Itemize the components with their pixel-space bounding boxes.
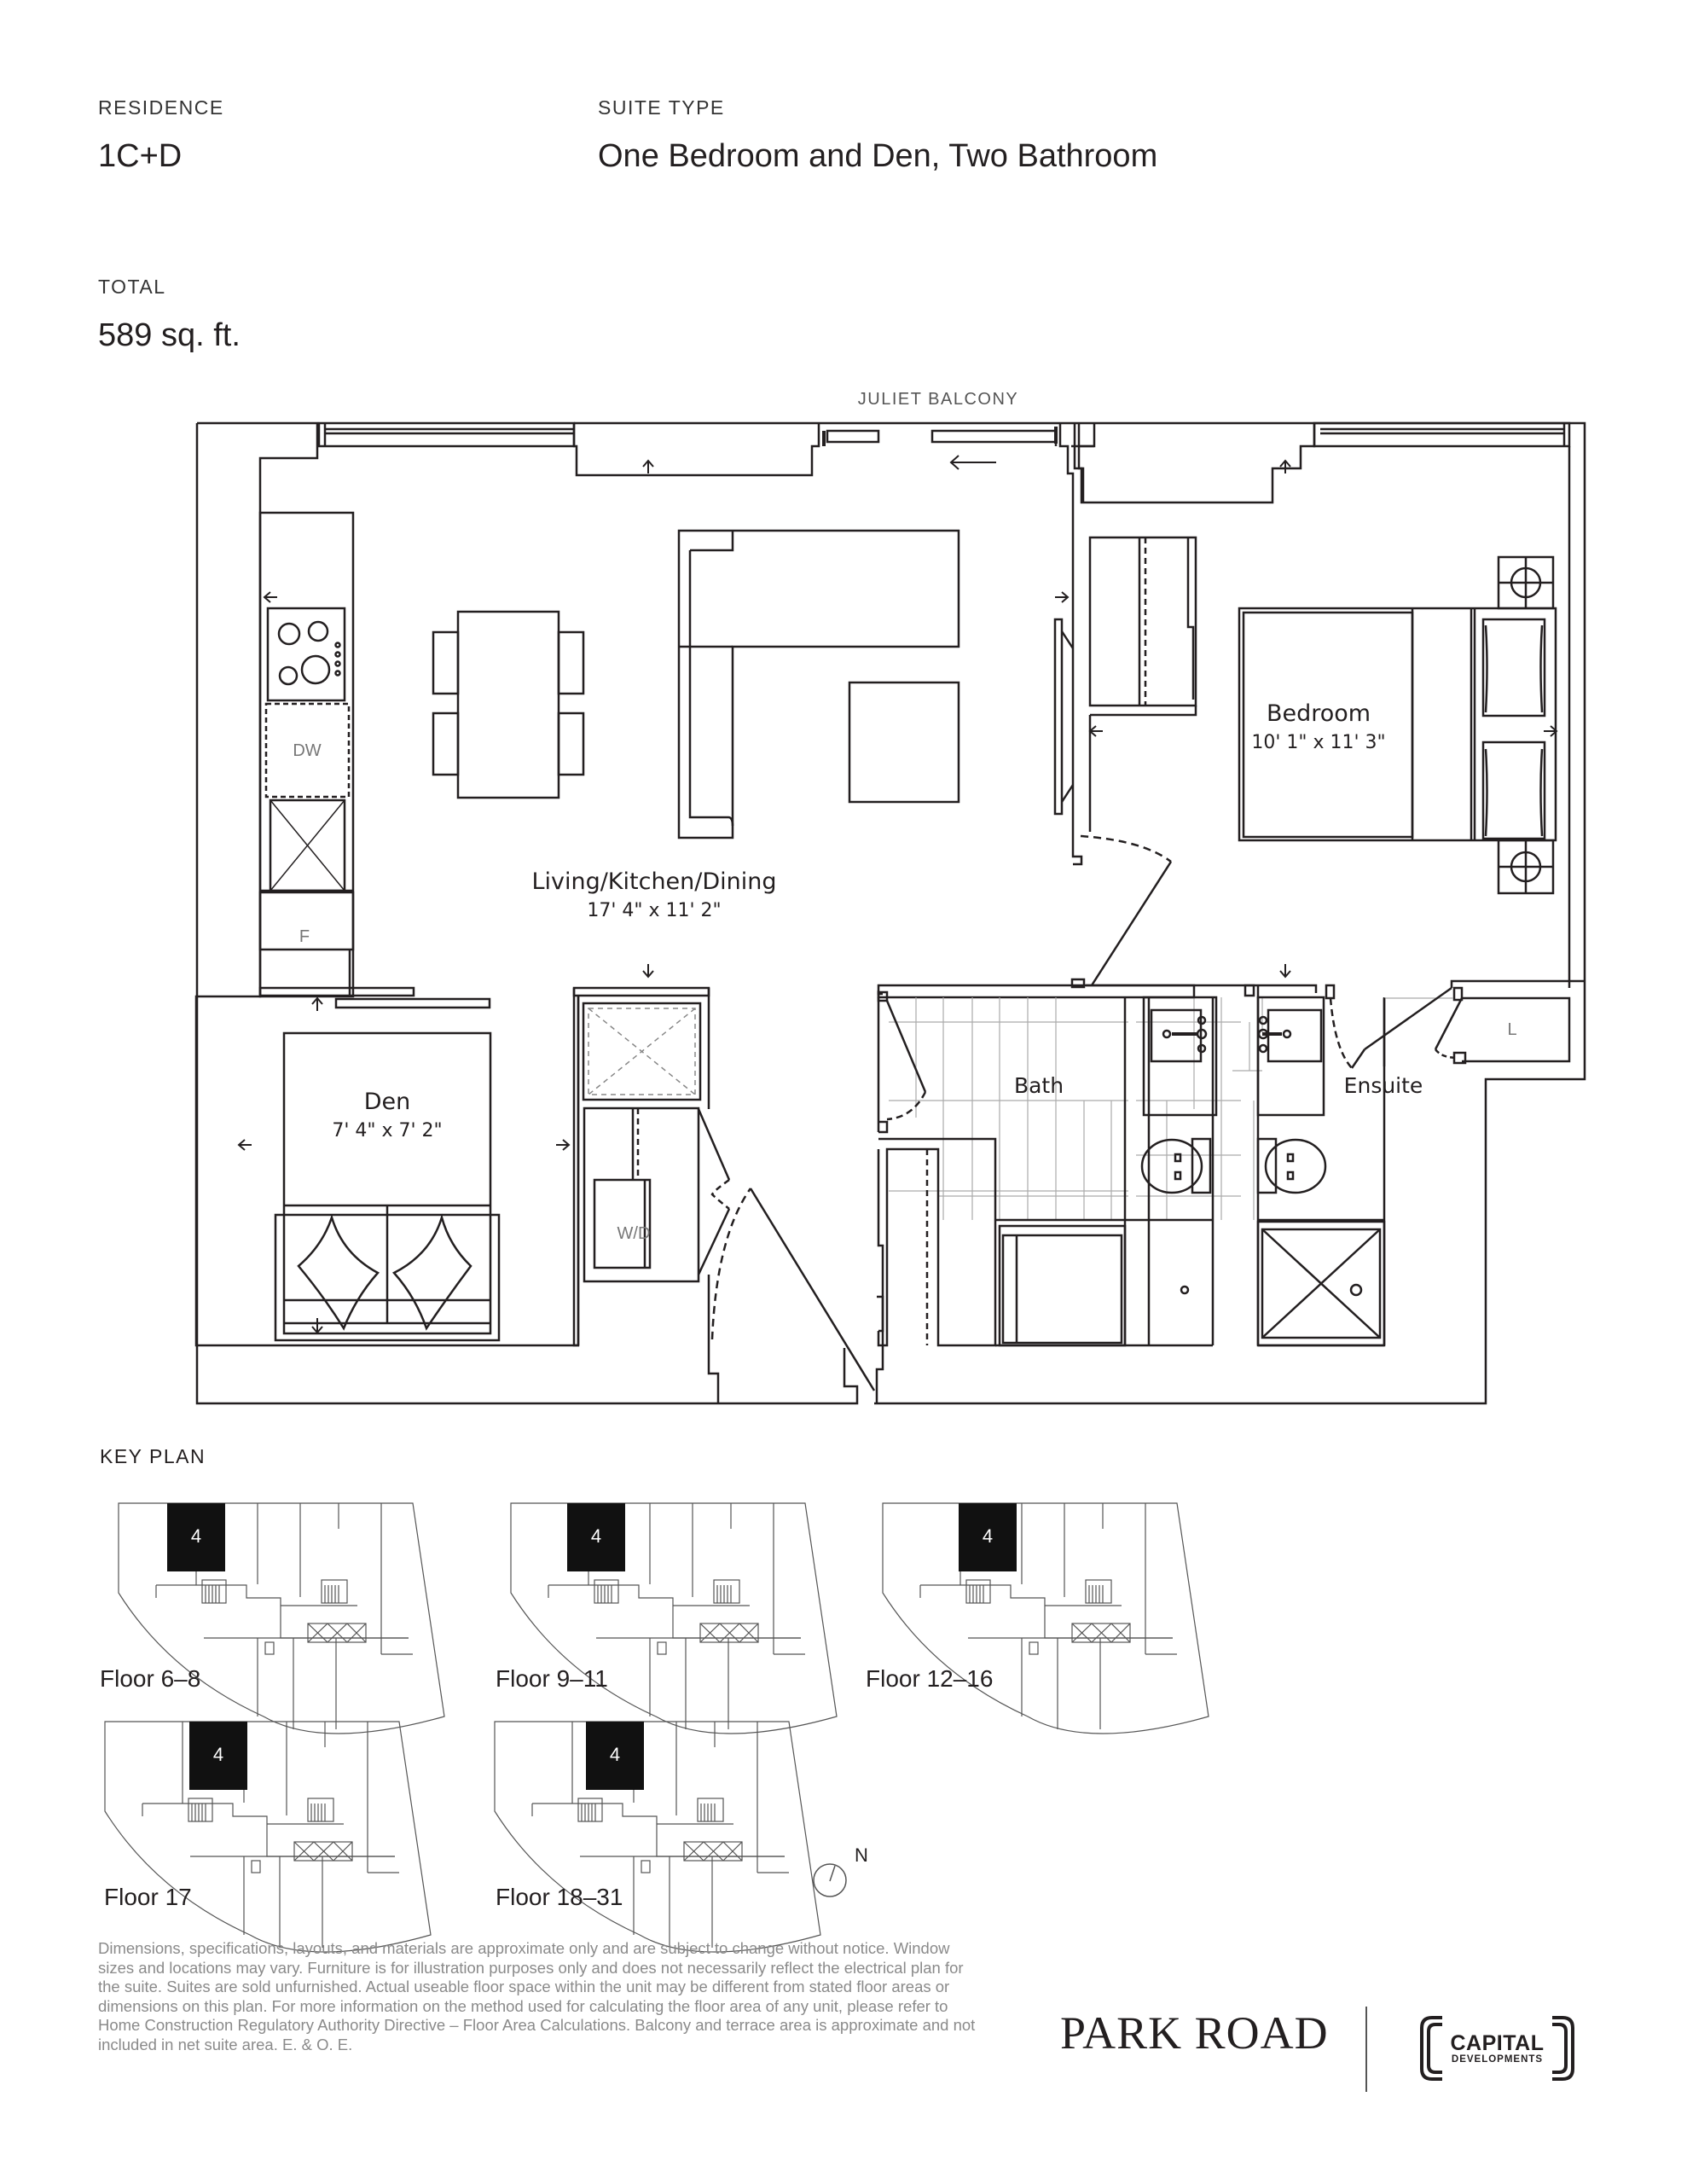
dishwasher: [264, 702, 351, 799]
key-plan-title: KEY PLAN: [100, 1445, 206, 1467]
suite-type-value: One Bedroom and Den, Two Bathroom: [598, 138, 1158, 174]
bedroom-dims: 10' 1" x 11' 3": [1251, 732, 1385, 753]
den-name: Den: [364, 1089, 411, 1115]
arrow-left-icon: [237, 1139, 252, 1151]
linen-label: L: [1507, 1020, 1516, 1039]
park-road-logo: PARK ROAD: [1060, 2007, 1329, 2059]
bedroom-name: Bedroom: [1267, 700, 1371, 727]
key-plan-floor-17: [104, 1721, 432, 1953]
arrow-up-icon: [311, 996, 323, 1011]
cooktop: [266, 607, 346, 702]
total-label: TOTAL: [98, 276, 166, 298]
juliet-balcony-label: JULIET BALCONY: [858, 390, 1018, 409]
key-plan-floor-9-11: [510, 1502, 838, 1734]
arrow-right-icon: [1055, 591, 1070, 603]
unit-number: 4: [191, 1525, 201, 1547]
arrow-up-icon: [642, 459, 654, 473]
bath-vanity: [1142, 996, 1218, 1117]
outer-wall-bottom-left: [195, 423, 859, 1405]
pillow: [1481, 741, 1546, 840]
capital-developments-logo: CAPITAL DEVELOPMENTS: [1418, 2015, 1576, 2082]
unit-number: 4: [983, 1525, 993, 1547]
residence-value: 1C+D: [98, 138, 183, 174]
ensuite-name: Ensuite: [1344, 1073, 1423, 1098]
unit-number: 4: [213, 1744, 223, 1765]
floor-label-6-8: Floor 6–8: [100, 1665, 201, 1692]
unit-number: 4: [610, 1744, 620, 1765]
den-dims: 7' 4" x 7' 2": [332, 1120, 442, 1141]
arrow-up-icon: [1279, 459, 1291, 473]
floor-label-9-11: Floor 9–11: [496, 1665, 608, 1692]
arrow-left-icon: [263, 591, 277, 603]
key-plan-floor-6-8: [118, 1502, 445, 1734]
arrow-left-icon: [1088, 725, 1103, 737]
floor-label-12-16: Floor 12–16: [866, 1665, 994, 1692]
unit-number: 4: [591, 1525, 601, 1547]
bath-name: Bath: [1014, 1073, 1064, 1098]
floor-label-17: Floor 17: [104, 1884, 192, 1910]
total-value: 589 sq. ft.: [98, 317, 241, 353]
living-name: Living/Kitchen/Dining: [531, 868, 776, 895]
key-plan-floor-12-16: [882, 1502, 1209, 1734]
bedroom-closet: [1088, 536, 1197, 707]
bath-toilet: [1140, 1138, 1203, 1194]
residence-label: RESIDENCE: [98, 96, 224, 119]
north-arrow-icon: [813, 1863, 847, 1897]
ottoman: [848, 681, 960, 804]
disclaimer-text: Dimensions, specifications, layouts, and…: [98, 1939, 976, 2053]
pillow: [1481, 618, 1546, 717]
logo-divider: [1365, 2007, 1367, 2092]
kitchen-counter: [258, 511, 355, 951]
ensuite-toilet: [1264, 1138, 1327, 1194]
capital-logo-text: CAPITAL: [1450, 2030, 1545, 2055]
living-dims: 17' 4" x 11' 2": [587, 900, 721, 921]
arrow-right-icon: [556, 1139, 571, 1151]
key-plan-floor-18-31: [494, 1721, 821, 1953]
arrow-right-icon: [1544, 725, 1558, 737]
floor-label-18-31: Floor 18–31: [496, 1884, 623, 1910]
bedroom-bed: [1238, 607, 1557, 842]
den-bed: [282, 1031, 492, 1335]
arrow-down-icon: [311, 1318, 323, 1334]
suite-type-label: SUITE TYPE: [598, 96, 725, 119]
bracket-icon: [1420, 2016, 1574, 2081]
washer-dryer-label: W/D: [617, 1224, 651, 1243]
washer-dryer: [593, 1178, 652, 1269]
dining-table: [456, 610, 560, 799]
developments-logo-text: DEVELOPMENTS: [1451, 2053, 1544, 2065]
fridge-label: F: [299, 927, 310, 946]
arrow-down-icon: [642, 964, 654, 979]
north-label: N: [855, 1844, 868, 1866]
arrow-down-icon: [1279, 964, 1291, 979]
dishwasher-label: DW: [293, 741, 321, 760]
arrow-left-icon: [949, 455, 996, 470]
